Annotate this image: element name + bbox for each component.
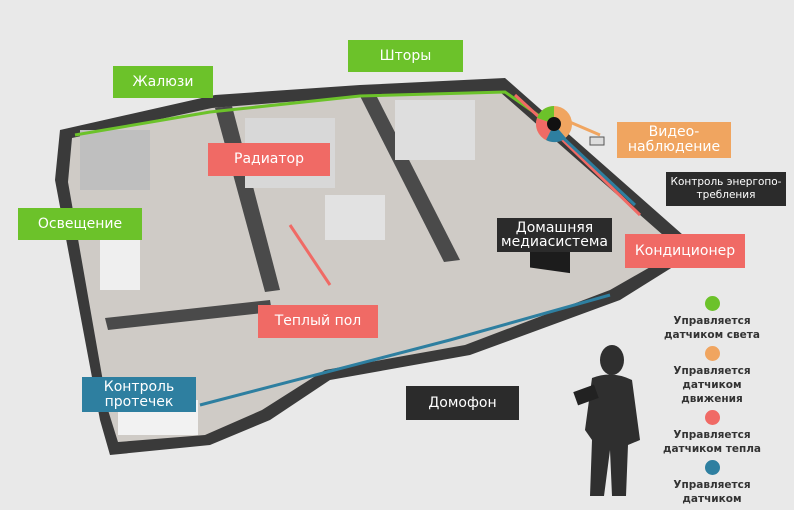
legend-item-motion: Управляется датчиком движения [650, 346, 774, 406]
legend-text: Управляется датчиком [673, 479, 751, 505]
label-home-media: Домашняя медиасистема [497, 218, 612, 252]
kitchen-counter [100, 240, 140, 290]
light-sensor-line [74, 90, 546, 137]
legend-text: Управляется датчиком движения [673, 365, 751, 405]
window [80, 130, 150, 190]
green-dot-icon [704, 296, 720, 311]
legend-item-water: Управляется датчиком [650, 460, 774, 506]
label-radiator: Радиатор [208, 143, 330, 176]
red-dot-icon [704, 410, 720, 425]
apartment-floor [68, 92, 680, 442]
blue-dot-icon [704, 460, 720, 475]
orange-dot-icon [704, 346, 720, 361]
label-lighting: Освещение [18, 208, 142, 240]
wall [105, 300, 272, 330]
camera-icon [589, 136, 605, 146]
legend-text: Управляется датчиком света [664, 315, 760, 341]
sofa [325, 195, 385, 240]
label-curtains: Шторы [348, 40, 463, 72]
window [395, 100, 475, 160]
label-blinds: Жалюзи [113, 66, 213, 98]
wall [360, 95, 460, 262]
label-intercom: Домофон [406, 386, 519, 420]
legend-item-light: Управляется датчиком света [650, 296, 774, 342]
legend-item-heat: Управляется датчиком тепла [650, 410, 774, 456]
person-silhouette [573, 345, 640, 496]
label-video-surveillance: Видео- наблюдение [617, 122, 731, 158]
legend-text: Управляется датчиком тепла [662, 429, 762, 455]
legend: Управляется датчиком света Управляется д… [650, 296, 774, 510]
water-sensor-line [558, 133, 637, 207]
label-leak-control: Контроль протечек [82, 377, 196, 412]
control-hub-icon [536, 105, 572, 143]
floor-heating-line [288, 224, 332, 286]
label-energy-control: Контроль энергопо- требления [666, 172, 786, 206]
water-line [199, 293, 611, 407]
label-floor-heating: Теплый пол [258, 305, 378, 338]
label-air-conditioner: Кондиционер [625, 234, 745, 268]
